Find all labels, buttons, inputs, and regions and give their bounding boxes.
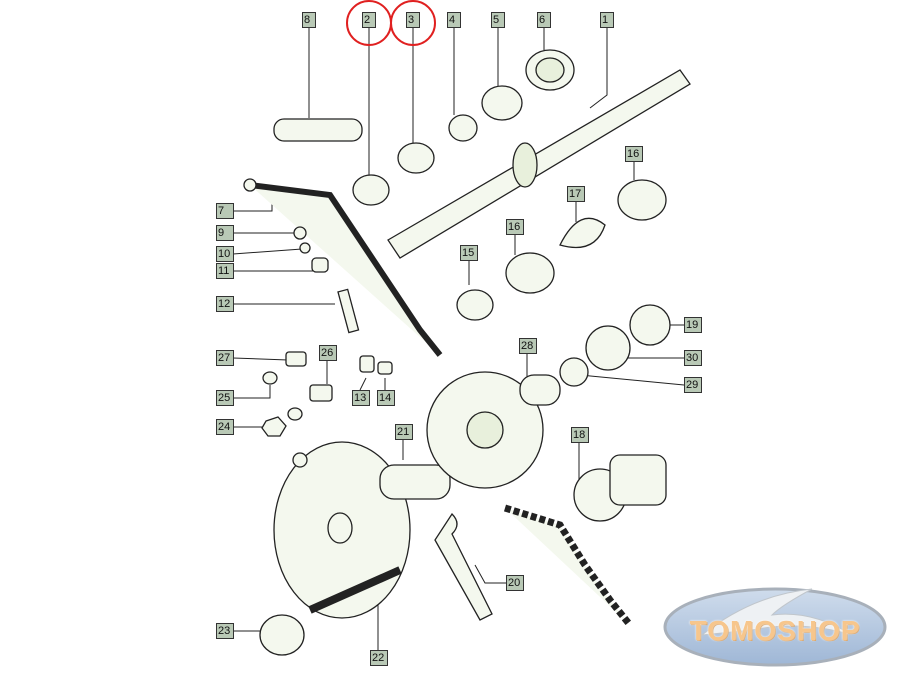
part-label[interactable]: 17 — [567, 186, 585, 202]
part-washer — [448, 114, 478, 142]
part-cam — [617, 179, 667, 221]
part-collar — [505, 252, 555, 294]
part-label[interactable]: 8 — [302, 12, 316, 28]
part-shaft — [387, 69, 691, 259]
part-label[interactable]: 13 — [352, 390, 370, 406]
part-label[interactable]: 3 — [406, 12, 420, 28]
part-label[interactable]: 9 — [216, 225, 234, 241]
part-label[interactable]: 26 — [319, 345, 337, 361]
part-label[interactable]: 27 — [216, 350, 234, 366]
part-label[interactable]: 30 — [684, 350, 702, 366]
part-label[interactable]: 21 — [395, 424, 413, 440]
part-label[interactable]: 23 — [216, 623, 234, 639]
part-needle-bearing — [352, 174, 390, 206]
highlight-circle-3 — [390, 0, 436, 46]
part-label[interactable]: 2 — [362, 12, 376, 28]
part-roller — [259, 614, 305, 656]
part-label[interactable]: 28 — [519, 338, 537, 354]
part-label[interactable]: 15 — [460, 245, 478, 261]
part-pin — [273, 118, 363, 142]
part-label[interactable]: 19 — [684, 317, 702, 333]
part-label[interactable]: 6 — [537, 12, 551, 28]
part-label[interactable]: 29 — [684, 377, 702, 393]
part-label[interactable]: 7 — [216, 203, 234, 219]
part-needle-bearing — [397, 142, 435, 174]
part-label[interactable]: 18 — [571, 427, 589, 443]
part-spring — [559, 217, 606, 249]
part-label[interactable]: 16 — [506, 219, 524, 235]
part-label[interactable]: 1 — [600, 12, 614, 28]
part-label[interactable]: 10 — [216, 246, 234, 262]
part-bushing — [481, 85, 523, 121]
part-ratchet — [456, 289, 494, 321]
part-label[interactable]: 24 — [216, 419, 234, 435]
part-spanner — [434, 512, 493, 621]
tomoshop-logo: TOMOSHOP — [662, 585, 888, 669]
logo-badge-icon — [663, 587, 887, 667]
part-kick-lever — [249, 182, 443, 357]
part-label[interactable]: 4 — [447, 12, 461, 28]
part-label[interactable]: 5 — [491, 12, 505, 28]
part-label[interactable]: 14 — [377, 390, 395, 406]
part-label[interactable]: 20 — [506, 575, 524, 591]
part-label[interactable]: 12 — [216, 296, 234, 312]
part-label[interactable]: 11 — [216, 263, 234, 279]
leader-lines — [232, 28, 685, 650]
parts — [243, 49, 691, 656]
part-label[interactable]: 25 — [216, 390, 234, 406]
part-label[interactable]: 16 — [625, 146, 643, 162]
part-chain — [503, 504, 633, 628]
part-label[interactable]: 22 — [370, 650, 388, 666]
logo-text: TOMOSHOP — [689, 615, 861, 646]
